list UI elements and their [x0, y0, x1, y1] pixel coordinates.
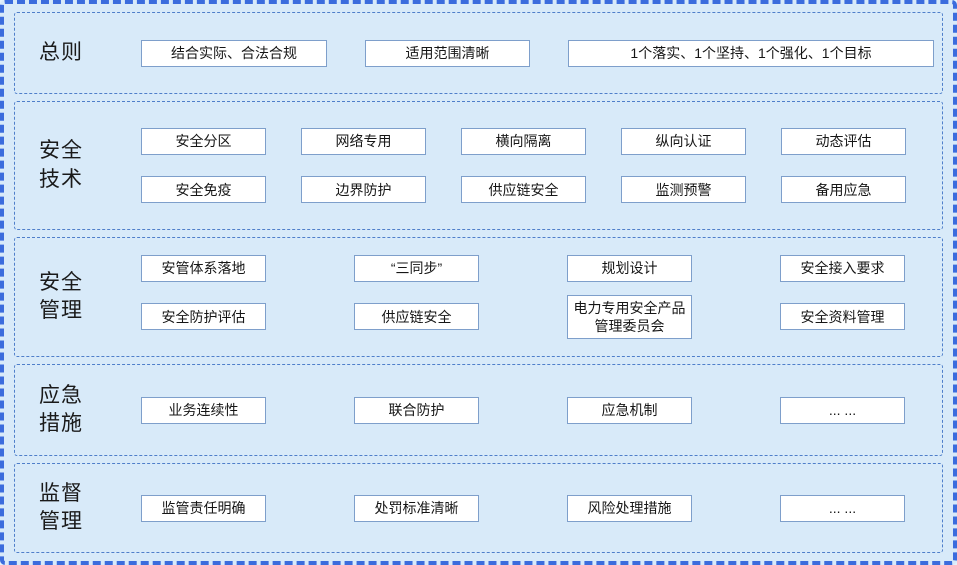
box-general-3: 1个落实、1个坚持、1个强化、1个目标: [568, 39, 934, 67]
section-label-general: 总则: [15, 13, 141, 93]
section-security-management: 安全 管理 安管体系落地 “三同步” 规划设计 安全接入要求 安全防护评估 供应…: [14, 237, 943, 357]
box-mgmt-r1-c2: “三同步”: [354, 254, 479, 282]
section-content-emergency-measures: 业务连续性 联合防护 应急机制 ... ...: [141, 365, 942, 455]
box-general-1: 结合实际、合法合规: [141, 39, 327, 67]
box-mgmt-r2-c2: 供应链安全: [354, 303, 479, 331]
box-tech-r2-c2: 边界防护: [301, 176, 426, 204]
section-general-principles: 总则 结合实际、合法合规 适用范围清晰 1个落实、1个坚持、1个强化、1个目标: [14, 12, 943, 94]
box-mgmt-r2-c3: 电力专用安全产品管理委员会: [567, 294, 692, 340]
box-tech-r2-c1: 安全免疫: [141, 176, 266, 204]
section-content-security-technology: 安全分区 网络专用 横向隔离 纵向认证 动态评估 安全免疫 边界防护 供应链安全…: [141, 102, 942, 229]
box-general-2: 适用范围清晰: [365, 39, 530, 67]
section-supervision-management: 监督 管理 监管责任明确 处罚标准清晰 风险处理措施 ... ...: [14, 463, 943, 553]
section-label-line: 总则: [39, 40, 83, 64]
section-content-supervision-management: 监管责任明确 处罚标准清晰 风险处理措施 ... ...: [141, 464, 942, 552]
box-tech-r2-c5: 备用应急: [781, 176, 906, 204]
box-supervise-c3: 风险处理措施: [567, 494, 692, 522]
box-row: 结合实际、合法合规 适用范围清晰 1个落实、1个坚持、1个强化、1个目标: [141, 39, 936, 67]
box-mgmt-r2-c4: 安全资料管理: [780, 303, 905, 331]
box-tech-r1-c4: 纵向认证: [621, 127, 746, 155]
box-emergency-c4-ellipsis: ... ...: [780, 396, 905, 424]
section-label-supervision-management: 监督 管理: [15, 464, 141, 552]
section-label-line: 措施: [39, 412, 83, 435]
box-supervise-c1: 监管责任明确: [141, 494, 266, 522]
box-row: 安管体系落地 “三同步” 规划设计 安全接入要求: [141, 254, 936, 282]
box-row: 安全防护评估 供应链安全 电力专用安全产品管理委员会 安全资料管理: [141, 294, 936, 340]
box-emergency-c2: 联合防护: [354, 396, 479, 424]
box-supervise-c4-ellipsis: ... ...: [780, 494, 905, 522]
section-content-general: 结合实际、合法合规 适用范围清晰 1个落实、1个坚持、1个强化、1个目标: [141, 13, 942, 93]
box-tech-r2-c4: 监测预警: [621, 176, 746, 204]
box-row: 监管责任明确 处罚标准清晰 风险处理措施 ... ...: [141, 494, 936, 522]
box-tech-r1-c5: 动态评估: [781, 127, 906, 155]
box-mgmt-r1-c4: 安全接入要求: [780, 254, 905, 282]
box-supervise-c2: 处罚标准清晰: [354, 494, 479, 522]
box-row: 业务连续性 联合防护 应急机制 ... ...: [141, 396, 936, 424]
box-emergency-c3: 应急机制: [567, 396, 692, 424]
box-emergency-c1: 业务连续性: [141, 396, 266, 424]
box-tech-r1-c1: 安全分区: [141, 127, 266, 155]
section-label-line: 监督: [39, 481, 83, 505]
box-tech-r1-c2: 网络专用: [301, 127, 426, 155]
section-label-line: 安全: [39, 270, 83, 294]
section-label-line: 管理: [39, 510, 83, 533]
section-label-emergency-measures: 应急 措施: [15, 365, 141, 455]
box-tech-r1-c3: 横向隔离: [461, 127, 586, 155]
box-mgmt-r1-c1: 安管体系落地: [141, 254, 266, 282]
box-mgmt-r1-c3: 规划设计: [567, 254, 692, 282]
section-content-security-management: 安管体系落地 “三同步” 规划设计 安全接入要求 安全防护评估 供应链安全 电力…: [141, 238, 942, 356]
box-mgmt-r2-c1: 安全防护评估: [141, 303, 266, 331]
section-label-line: 安全: [39, 139, 83, 163]
box-row: 安全免疫 边界防护 供应链安全 监测预警 备用应急: [141, 176, 936, 204]
section-emergency-measures: 应急 措施 业务连续性 联合防护 应急机制 ... ...: [14, 364, 943, 456]
section-label-line: 技术: [39, 167, 83, 191]
section-label-line: 应急: [39, 383, 83, 407]
section-security-technology: 安全 技术 安全分区 网络专用 横向隔离 纵向认证 动态评估 安全免疫 边界防护…: [14, 101, 943, 230]
section-label-line: 管理: [39, 299, 83, 322]
section-label-security-management: 安全 管理: [15, 238, 141, 356]
section-label-security-technology: 安全 技术: [15, 102, 141, 229]
box-row: 安全分区 网络专用 横向隔离 纵向认证 动态评估: [141, 127, 936, 155]
box-tech-r2-c3: 供应链安全: [461, 176, 586, 204]
